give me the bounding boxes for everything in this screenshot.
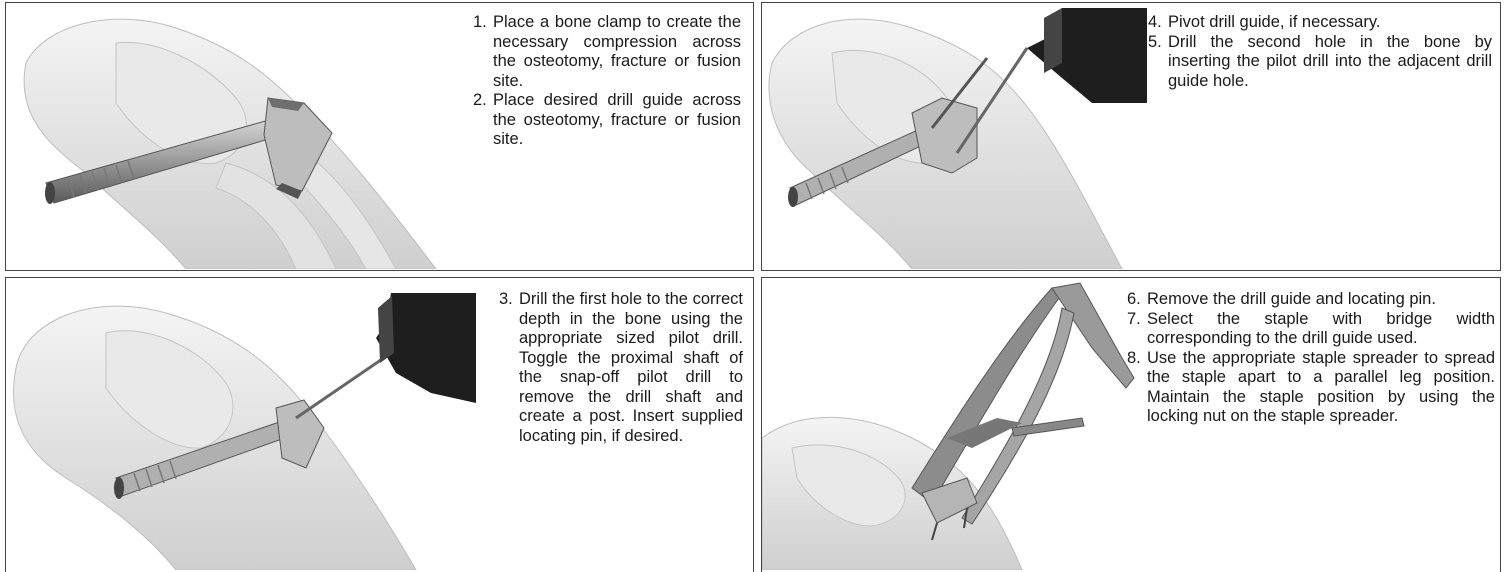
- pilot-drill-second-hole-illustration: [762, 3, 1147, 269]
- step-number: 4.: [1148, 13, 1162, 33]
- step-panel-2: 4. Pivot drill guide, if necessary. 5. Dri…: [761, 2, 1501, 271]
- step-panel-4: 6. Remove the drill guide and locating pi…: [761, 277, 1501, 572]
- step-text: Drill the first hole to the correct dept…: [519, 290, 743, 445]
- step-text: Drill the second hole in the bone by ins…: [1168, 33, 1492, 90]
- step-number: 5.: [1148, 33, 1162, 53]
- step-number: 6.: [1127, 290, 1141, 310]
- step-text: Remove the drill guide and locating pin.: [1147, 290, 1436, 308]
- pilot-drill-first-hole-illustration: [6, 278, 476, 570]
- step-text: Use the appropriate staple spreader to s…: [1147, 349, 1495, 426]
- step-number: 8.: [1127, 349, 1141, 369]
- step-panel-1: 1. Place a bone clamp to create the neces…: [5, 2, 754, 271]
- step-item: 7. Select the staple with bridge width co…: [1127, 310, 1495, 349]
- step-panel-3: 3. Drill the first hole to the correct de…: [5, 277, 754, 572]
- step-item: 2. Place desired drill guide across the o…: [473, 91, 741, 150]
- staple-spreader-illustration: [762, 278, 1142, 570]
- step-list: 6. Remove the drill guide and locating pi…: [1127, 290, 1495, 427]
- step-number: 3.: [499, 290, 513, 310]
- step-item: 5. Drill the second hole in the bone by i…: [1148, 33, 1492, 92]
- step-list: 3. Drill the first hole to the correct de…: [499, 290, 743, 446]
- step-number: 7.: [1127, 310, 1141, 330]
- step-item: 1. Place a bone clamp to create the neces…: [473, 13, 741, 91]
- step-text: Place a bone clamp to create the necessa…: [493, 13, 741, 90]
- step-number: 1.: [473, 13, 487, 33]
- step-text: Select the staple with bridge width corr…: [1147, 310, 1495, 348]
- step-item: 6. Remove the drill guide and locating pi…: [1127, 290, 1495, 310]
- step-list: 4. Pivot drill guide, if necessary. 5. Dri…: [1148, 13, 1492, 91]
- step-number: 2.: [473, 91, 487, 111]
- step-item: 8. Use the appropriate staple spreader to…: [1127, 349, 1495, 427]
- step-text: Pivot drill guide, if necessary.: [1168, 13, 1380, 31]
- step-item: 4. Pivot drill guide, if necessary.: [1148, 13, 1492, 33]
- step-list: 1. Place a bone clamp to create the neces…: [473, 13, 741, 150]
- bone-clamp-illustration: [6, 3, 466, 269]
- step-item: 3. Drill the first hole to the correct de…: [499, 290, 743, 446]
- step-text: Place desired drill guide across the ost…: [493, 91, 741, 148]
